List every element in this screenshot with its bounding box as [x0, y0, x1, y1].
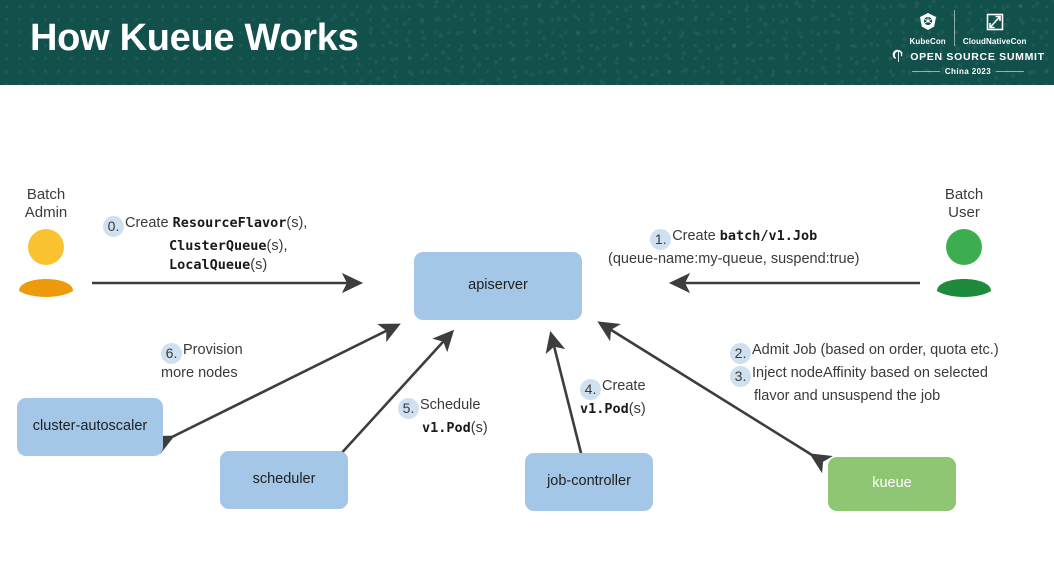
- batch-admin-avatar-icon: [0, 228, 92, 297]
- node-job-controller[interactable]: job-controller: [525, 453, 653, 511]
- logo-divider: [953, 10, 955, 46]
- step-5-badge: 5.: [398, 398, 419, 419]
- step-0-localqueue-code: LocalQueue: [169, 257, 251, 274]
- actor-batch-user: Batch User: [918, 186, 1010, 297]
- actor-batch-admin-label: Batch Admin: [24, 186, 68, 222]
- cloudnativecon-logo: CloudNativeCon: [957, 11, 1033, 46]
- step-5-pod-code: v1.Pod: [422, 420, 471, 436]
- step-4-line-1: 4.Create: [580, 377, 646, 400]
- node-cluster-autoscaler-label: cluster-autoscaler: [32, 418, 148, 435]
- step-0-verb: Create: [125, 215, 173, 231]
- step-6-line-1: 6.Provision: [161, 341, 243, 364]
- step-0-line2-tail: (s),: [266, 238, 288, 254]
- step-2-badge: 2.: [730, 343, 751, 364]
- node-kueue-label: kueue: [872, 475, 912, 492]
- event-logo-lockup: KubeCon CloudNativeCon: [892, 4, 1044, 82]
- step-3-badge: 3.: [730, 366, 751, 387]
- step-4-line-2: v1.Pod(s): [580, 400, 646, 419]
- linux-foundation-s-icon: [891, 49, 906, 64]
- architecture-diagram: Batch Admin Batch User apiserver cluster…: [0, 85, 1054, 566]
- slide-header: How Kueue Works: [0, 0, 1054, 85]
- node-job-controller-label: job-controller: [547, 473, 631, 490]
- step-6-text-1: Provision: [183, 342, 243, 358]
- actor-batch-user-label: Batch User: [944, 186, 984, 222]
- step-0-line-3: LocalQueue(s): [103, 256, 307, 275]
- step-1-line-2: (queue-name:my-queue, suspend:true): [608, 251, 860, 267]
- step-0-callout: 0.Create ResourceFlavor(s), ClusterQueue…: [103, 214, 307, 275]
- step-0-badge: 0.: [103, 216, 124, 237]
- kubernetes-helm-icon: [916, 11, 940, 35]
- step-6-callout: 6.Provision more nodes: [161, 341, 243, 383]
- step-0-line-1: 0.Create ResourceFlavor(s),: [103, 214, 307, 237]
- event-edition-label: China 2023: [944, 67, 992, 76]
- step-4-line2-tail: (s): [628, 401, 646, 417]
- cloudnativecon-label: CloudNativeCon: [962, 37, 1027, 46]
- step-4-badge: 4.: [580, 379, 601, 400]
- step-4-callout: 4.Create v1.Pod(s): [580, 377, 646, 419]
- node-scheduler[interactable]: scheduler: [220, 451, 348, 509]
- page-title: How Kueue Works: [30, 17, 359, 59]
- node-apiserver[interactable]: apiserver: [414, 252, 582, 320]
- step-1-line-1: 1.Create batch/v1.Job: [608, 227, 859, 250]
- cloudnative-square-icon: [983, 11, 1007, 35]
- step-6-line-2: more nodes: [161, 365, 238, 381]
- step-5-line-1: 5.Schedule: [398, 396, 488, 419]
- step-0-resourceflavor-code: ResourceFlavor: [172, 215, 287, 231]
- step-5-verb: Schedule: [420, 397, 481, 413]
- step-4-pod-code: v1.Pod: [580, 401, 629, 417]
- step-1-batchjob-code: batch/v1.Job: [719, 228, 818, 244]
- node-cluster-autoscaler[interactable]: cluster-autoscaler: [17, 398, 163, 456]
- node-apiserver-label: apiserver: [468, 277, 528, 294]
- step-2-text: Admit Job (based on order, quota etc.): [752, 342, 999, 358]
- arrow-scheduler-apiserver: [318, 329, 455, 478]
- step-2-3-callout: 2.Admit Job (based on order, quota etc.)…: [730, 341, 999, 406]
- step-4-verb: Create: [602, 378, 646, 394]
- open-source-summit-label: OPEN SOURCE SUMMIT: [910, 50, 1045, 63]
- logo-rule-right: [996, 71, 1025, 72]
- step-1-callout: 1.Create batch/v1.Job (queue-name:my-que…: [608, 227, 859, 269]
- step-0-line1-tail: (s),: [286, 215, 308, 231]
- diagram-arrows: [92, 272, 920, 478]
- step-6-badge: 6.: [161, 343, 182, 364]
- actor-batch-admin: Batch Admin: [0, 186, 92, 297]
- step-0-line-2: ClusterQueue(s),: [103, 237, 307, 256]
- kubecon-logo: KubeCon: [904, 11, 952, 46]
- step-0-clusterqueue-code: ClusterQueue: [169, 238, 267, 254]
- arrow-jobcontroller-apiserver: [545, 330, 597, 478]
- step-3-line-1: 3.Inject nodeAffinity based on selected: [730, 364, 999, 387]
- header-dot-pattern: [0, 0, 1054, 85]
- step-3-text-1: Inject nodeAffinity based on selected: [752, 365, 988, 381]
- step-0-line3-tail: (s): [250, 257, 268, 274]
- batch-user-avatar-icon: [918, 228, 1010, 297]
- step-5-callout: 5.Schedule v1.Pod(s): [398, 396, 488, 438]
- step-1-badge: 1.: [650, 229, 672, 250]
- step-3-line-2: flavor and unsuspend the job: [754, 388, 941, 404]
- node-kueue[interactable]: kueue: [828, 457, 956, 511]
- step-1-verb: Create: [672, 228, 720, 244]
- node-scheduler-label: scheduler: [252, 471, 316, 488]
- arrow-kueue-apiserver: [597, 321, 833, 474]
- kubecon-label: KubeCon: [909, 37, 946, 46]
- step-5-line-2: v1.Pod(s): [398, 419, 488, 438]
- step-5-line2-tail: (s): [470, 420, 488, 436]
- logo-rule-left: [911, 71, 940, 72]
- step-2-line: 2.Admit Job (based on order, quota etc.): [730, 341, 999, 364]
